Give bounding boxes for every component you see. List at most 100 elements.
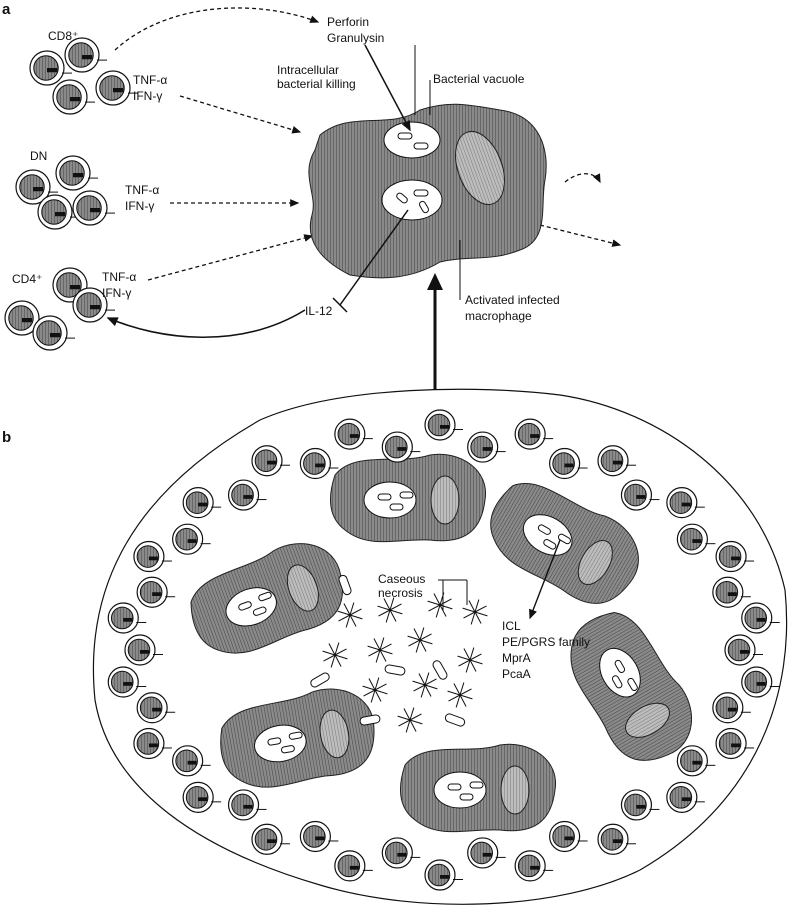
lymphocyte [514, 850, 554, 882]
il12-arrow [106, 309, 306, 338]
lymphocyte [95, 70, 138, 106]
granulysin-label: Granulysin [327, 31, 384, 45]
lymphocyte [334, 418, 373, 450]
lymphocyte [15, 169, 58, 205]
lymphocyte [676, 523, 716, 555]
lymphocyte [182, 781, 222, 813]
lymphocyte [597, 823, 637, 855]
lymphocyte [124, 634, 163, 666]
lymphocyte [712, 692, 751, 724]
lymphocyte [299, 820, 339, 853]
necrotic-debris [397, 707, 423, 733]
lymphocyte [514, 418, 554, 450]
gene-icl: ICL [502, 619, 521, 633]
necrotic-debris [337, 602, 363, 628]
lymphocyte [251, 823, 290, 855]
lymphocyte [72, 190, 115, 226]
lymphocyte [724, 634, 763, 666]
lymphocyte [666, 781, 705, 813]
bacillus [338, 574, 352, 596]
vacuole-label: Bacterial vacuole [433, 72, 525, 86]
bacillus [310, 672, 330, 688]
necrotic-debris [322, 642, 348, 668]
necrotic-debris [447, 682, 473, 708]
necrotic-debris [462, 599, 488, 625]
lymphocyte [72, 287, 115, 323]
lymphocyte [666, 487, 705, 519]
macrophage [490, 483, 639, 604]
necrosis-label-1: Caseous [378, 572, 425, 586]
cd8-label: CD8⁺ [48, 29, 78, 43]
lymphocyte [467, 431, 506, 463]
gene-pcaa: PcaA [502, 667, 531, 681]
lymphocyte [172, 523, 211, 555]
lymphocyte [381, 431, 421, 463]
macrophage [330, 453, 486, 543]
lymphocyte [136, 576, 176, 608]
necrotic-debris [407, 627, 433, 653]
necrotic-debris [377, 597, 403, 623]
cd4-ifn-label: IFN-γ [102, 286, 131, 300]
cytokine-arrows [114, 7, 622, 281]
panel-a-letter: a [2, 1, 11, 18]
lymphocyte [32, 315, 75, 351]
pointer-lines [332, 44, 461, 313]
lymphocyte [136, 692, 176, 724]
macrophage-label-2: macrophage [465, 309, 532, 323]
lymphocyte [620, 479, 660, 511]
lymphocyte [676, 745, 716, 777]
necrotic-debris [362, 677, 388, 703]
cd4-label: CD4⁺ [12, 272, 42, 286]
il12-label: IL-12 [305, 304, 333, 318]
lymphocyte [741, 666, 780, 698]
lymphocyte [4, 300, 47, 336]
granuloma-macrophages [190, 453, 692, 833]
granuloma-lymphocytes [107, 409, 780, 891]
necrosis-bracket [438, 579, 468, 610]
lymphocyte [172, 745, 211, 777]
bacillus [359, 714, 381, 726]
lymphocyte [620, 789, 660, 821]
panel-a-lymphocytes [4, 37, 138, 351]
lymphocyte [107, 666, 147, 698]
macrophage [400, 743, 556, 833]
necrotic-debris [412, 672, 438, 698]
cd8-tnf-label: TNF-α [133, 73, 167, 87]
lymphocyte [227, 479, 267, 511]
panel-b-letter: b [2, 429, 11, 446]
lymphocyte [334, 850, 373, 882]
lymphocyte [467, 837, 506, 869]
lymphocyte [29, 50, 72, 86]
lymphocyte [715, 540, 755, 573]
lymphocyte [549, 820, 588, 853]
macrophage [220, 688, 375, 788]
lymphocyte [741, 602, 780, 634]
lymphocyte [107, 602, 147, 634]
lymphocyte [251, 445, 290, 477]
lymphocyte [381, 837, 421, 869]
lymphocyte [133, 727, 172, 760]
lymphocyte [712, 576, 751, 608]
bacillus [432, 660, 448, 680]
lymphocyte [299, 447, 339, 480]
gene-mpra: MprA [502, 651, 531, 665]
necrotic-debris [457, 647, 483, 673]
dn-ifn-label: IFN-γ [125, 199, 154, 213]
lymphocyte [55, 155, 98, 191]
macrophage [570, 612, 692, 761]
activated-macrophage [308, 103, 547, 279]
lymphocyte [227, 789, 267, 821]
necrotic-debris [367, 637, 393, 663]
perforin-label: Perforin [327, 15, 369, 29]
lymphocyte [424, 859, 463, 891]
lymphocyte [182, 487, 222, 519]
cd8-ifn-label: IFN-γ [133, 89, 162, 103]
lymphocyte [424, 409, 463, 441]
bacillus [444, 713, 466, 727]
killing-label-1: Intracellular [277, 63, 339, 77]
lymphocyte [597, 445, 637, 477]
caseous-necrosis [310, 574, 488, 733]
lymphocyte [133, 540, 172, 573]
gene-pe-pgrs: PE/PGRS family [502, 635, 590, 649]
